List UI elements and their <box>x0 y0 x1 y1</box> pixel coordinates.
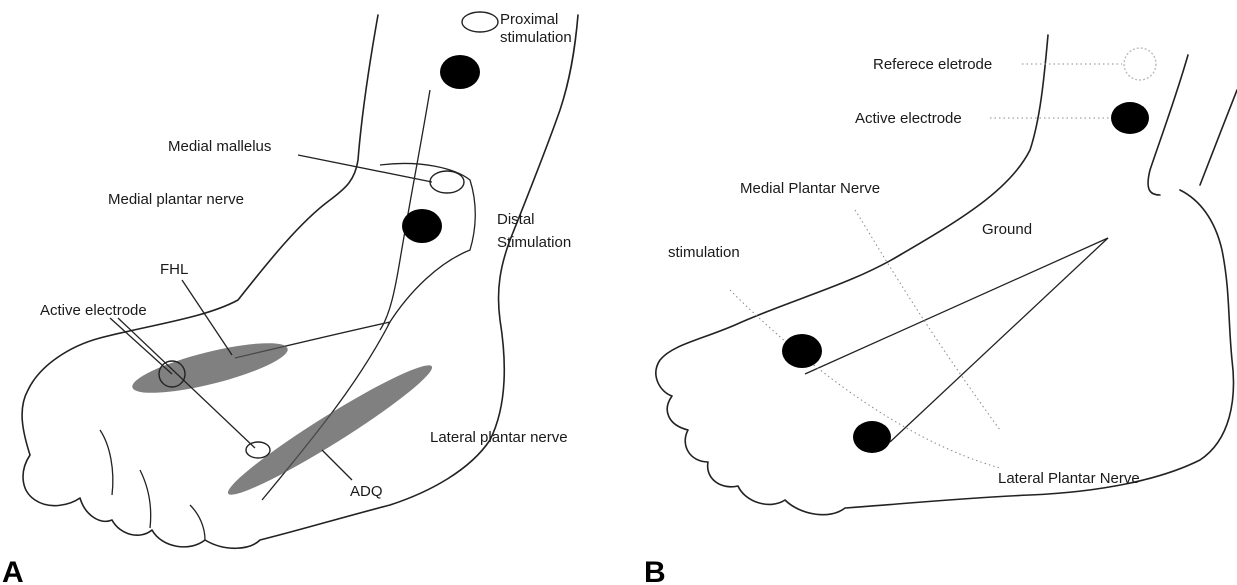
panel-b-active-electrode <box>1111 102 1149 134</box>
label-stimulation: stimulation <box>668 244 740 261</box>
panel-b-shin-line <box>1148 55 1188 195</box>
panel-a-toe-crease-1 <box>100 430 113 495</box>
leader-active-electrode-1 <box>110 318 172 374</box>
leader-medial-mallelus <box>298 155 432 182</box>
adq-muscle <box>221 355 439 506</box>
panel-a-leg-outline <box>22 15 578 548</box>
panel-a-letter: A <box>2 556 24 585</box>
label-proximal-stimulation-line1: Proximal <box>500 11 558 28</box>
label-medial-mallelus: Medial mallelus <box>168 138 271 155</box>
label-active-electrode: Active electrode <box>40 302 147 319</box>
panel-b-foot-outline <box>656 35 1234 515</box>
label-ground: Ground <box>982 221 1032 238</box>
medial-stimulation-electrode <box>782 334 822 368</box>
panel-a-toe-crease-2 <box>140 470 151 528</box>
label-distal-stimulation-line2: Stimulation <box>497 234 571 251</box>
medial-mallelus-marker <box>430 171 464 193</box>
panel-b-medial-nerve-line <box>805 238 1108 374</box>
label-lateral-plantar-nerve: Lateral plantar nerve <box>430 429 568 446</box>
distal-stimulation-electrode <box>402 209 442 243</box>
leader-adq <box>322 450 352 480</box>
reference-electrode <box>1124 48 1156 80</box>
proximal-stimulation-electrode <box>462 12 498 32</box>
panel-a-toe-crease-3 <box>190 505 205 540</box>
label-distal-stimulation-line1: Distal <box>497 211 535 228</box>
label-active-electrode-b: Active electrode <box>855 110 962 127</box>
panel-b-lateral-nerve-line <box>890 238 1108 442</box>
panel-b: Referece eletrode Active electrode Media… <box>644 35 1237 585</box>
label-medial-plantar-nerve-b: Medial Plantar Nerve <box>740 180 880 197</box>
label-lateral-plantar-nerve-b: Lateral Plantar Nerve <box>998 470 1140 487</box>
panel-b-letter: B <box>644 556 666 585</box>
lateral-stimulation-electrode <box>853 421 891 453</box>
panel-b-dotted-medial <box>855 210 1000 430</box>
label-adq: ADQ <box>350 483 383 500</box>
panel-a-electrode-upper <box>440 55 480 89</box>
label-reference-electrode: Referece eletrode <box>873 56 992 73</box>
label-proximal-stimulation-line2: stimulation <box>500 29 572 46</box>
panel-a-active-electrode-adq <box>246 442 270 458</box>
fhl-muscle <box>129 333 292 403</box>
panel-a: Proximal stimulation Medial mallelus Med… <box>2 11 578 585</box>
label-medial-plantar-nerve: Medial plantar nerve <box>108 191 244 208</box>
label-fhl: FHL <box>160 261 188 278</box>
panel-b-calf-line <box>1200 90 1237 185</box>
